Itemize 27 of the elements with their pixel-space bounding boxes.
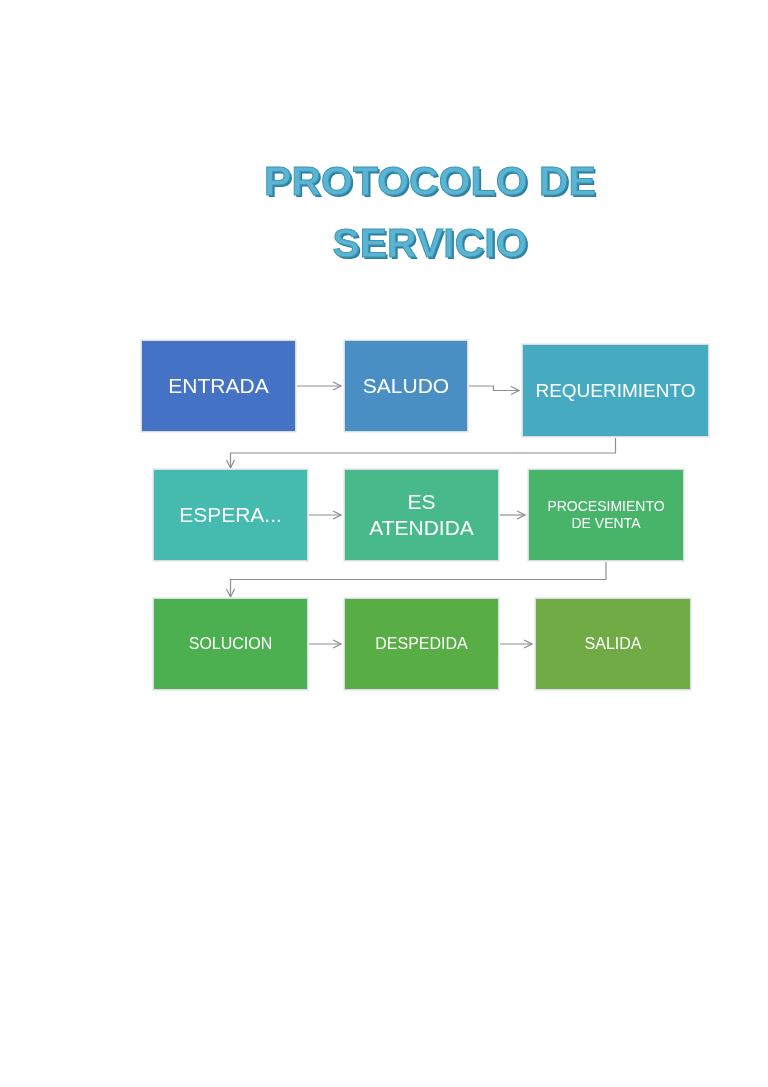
box-label: PROCESIMIENTO DE VENTA: [546, 497, 666, 533]
box-label: SOLUCION: [188, 634, 273, 654]
box-label: REQUERIMIENTO: [535, 378, 696, 403]
process-box: [344, 598, 499, 690]
arrow: [467, 385, 520, 396]
process-box: [153, 469, 308, 561]
box-label: SALUDO: [362, 372, 450, 399]
arrow: [498, 510, 526, 520]
process-box: [522, 344, 709, 437]
process-box: [344, 340, 468, 432]
process-box: [535, 598, 691, 690]
process-box: [141, 340, 296, 432]
box-label: DESPEDIDA: [375, 634, 468, 654]
arrow: [225, 436, 617, 469]
box-label: ESPERA...: [179, 501, 282, 528]
box-label: ES ATENDIDA: [368, 488, 475, 541]
process-box: [528, 469, 684, 561]
arrow: [498, 639, 533, 649]
arrow: [307, 510, 342, 520]
box-label: SALIDA: [584, 634, 642, 654]
arrow: [225, 560, 607, 598]
title: PROTOCOLO DE SERVICIO: [263, 157, 597, 268]
process-box: [344, 469, 499, 561]
arrow: [295, 381, 342, 391]
arrow: [307, 639, 342, 649]
box-label: ENTRADA: [168, 372, 269, 399]
process-box: [153, 598, 308, 690]
